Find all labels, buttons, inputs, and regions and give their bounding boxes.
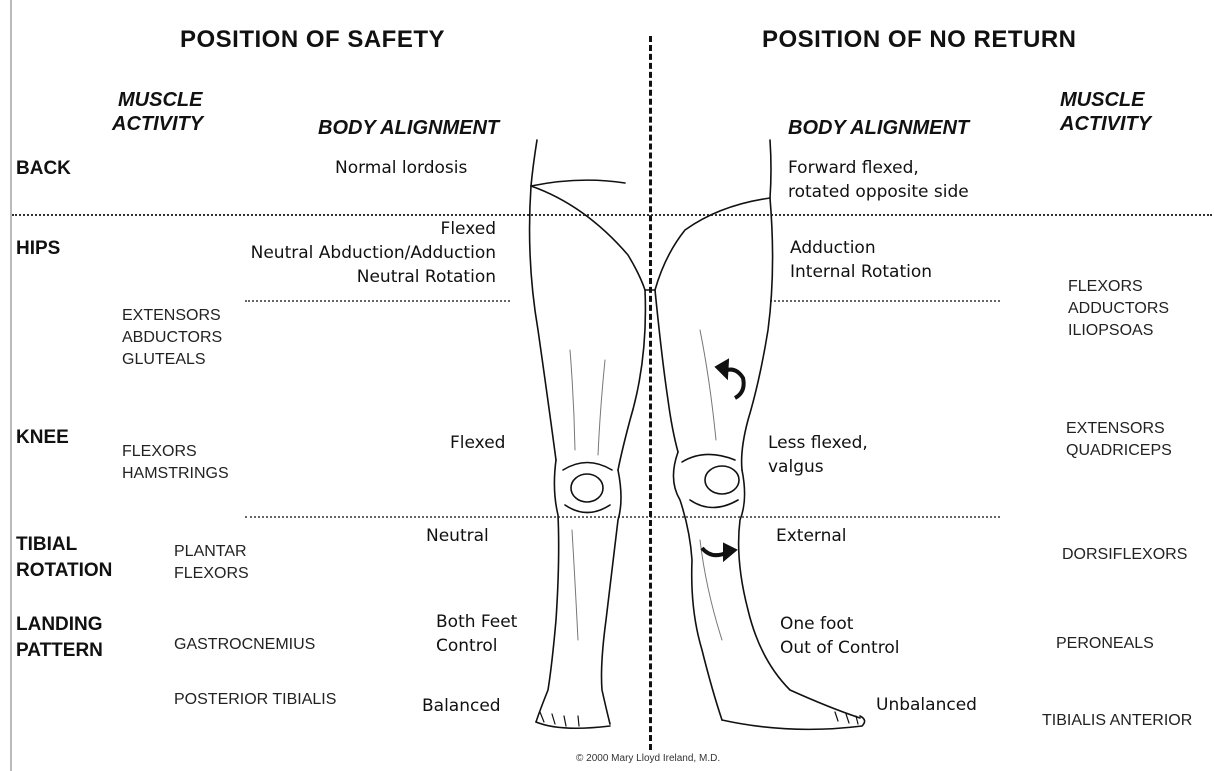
no-return-knee-line2: valgus: [768, 455, 868, 479]
row-label-tibial-line1: TIBIAL: [16, 532, 112, 558]
muscle-right-iliopsoas: ILIOPSOAS: [1068, 320, 1169, 342]
muscle-right-dorsiflexors: DORSIFLEXORS: [1062, 544, 1187, 566]
no-return-hips: Adduction Internal Rotation: [790, 236, 932, 284]
muscle-left-abductors: ABDUCTORS: [122, 327, 222, 349]
row-label-hips: HIPS: [16, 236, 60, 262]
muscle-left-hamstrings: HAMSTRINGS: [122, 463, 229, 485]
safety-hips-abduction: Neutral Abduction/Adduction: [251, 241, 496, 265]
safety-landing-line1: Both Feet: [436, 610, 517, 634]
no-return-hips-rotation: Internal Rotation: [790, 260, 932, 284]
muscle-left-extensors: EXTENSORS: [122, 305, 222, 327]
muscle-right-adductors: ADDUCTORS: [1068, 298, 1169, 320]
safety-balance: Balanced: [422, 694, 501, 718]
heading-position-of-safety: POSITION OF SAFETY: [180, 26, 445, 54]
internal-rotation-arrow: [716, 360, 744, 398]
muscle-activity-right-header: MUSCLE ACTIVITY: [1060, 88, 1151, 136]
muscle-left-gluteals: GLUTEALS: [122, 349, 222, 371]
muscles-right-hip: FLEXORS ADDUCTORS ILIOPSOAS: [1068, 276, 1169, 342]
muscles-left-knee: FLEXORS HAMSTRINGS: [122, 441, 229, 485]
muscle-left-gastrocnemius: GASTROCNEMIUS: [174, 634, 315, 656]
muscles-right-knee: EXTENSORS QUADRICEPS: [1066, 418, 1172, 462]
body-alignment-right-header: BODY ALIGNMENT: [788, 116, 969, 140]
muscle-right-flexors: FLEXORS: [1068, 276, 1169, 298]
row-label-tibial-rotation: TIBIAL ROTATION: [16, 532, 112, 584]
row-label-landing-pattern: LANDING PATTERN: [16, 612, 103, 664]
muscle-activity-left-line2: ACTIVITY: [112, 112, 203, 136]
muscle-right-quadriceps: QUADRICEPS: [1066, 440, 1172, 462]
no-return-back-line2: rotated opposite side: [788, 180, 969, 204]
no-return-knee: Less flexed, valgus: [768, 431, 868, 479]
body-alignment-left-header: BODY ALIGNMENT: [318, 116, 499, 140]
safety-hips-flexed: Flexed: [251, 217, 496, 241]
copyright-credit: © 2000 Mary Lloyd Ireland, M.D.: [576, 753, 720, 764]
muscle-left-plantar-flexors: FLEXORS: [174, 563, 249, 585]
muscle-left-posterior-tibialis: POSTERIOR TIBIALIS: [174, 689, 336, 711]
muscle-activity-left-line1: MUSCLE: [112, 88, 203, 112]
muscle-right-peroneals: PERONEALS: [1056, 633, 1154, 655]
heading-position-of-no-return: POSITION OF NO RETURN: [762, 26, 1077, 54]
safety-hips-rotation: Neutral Rotation: [251, 265, 496, 289]
safety-landing-line2: Control: [436, 634, 517, 658]
no-return-back: Forward flexed, rotated opposite side: [788, 156, 969, 204]
muscle-activity-right-line1: MUSCLE: [1060, 88, 1151, 112]
no-return-knee-line1: Less flexed,: [768, 431, 868, 455]
row-label-back: BACK: [16, 156, 71, 182]
muscle-right-extensors: EXTENSORS: [1066, 418, 1172, 440]
safety-landing: Both Feet Control: [436, 610, 517, 658]
safety-tibial: Neutral: [426, 524, 489, 548]
no-return-tibial: External: [776, 524, 847, 548]
row-label-landing-line1: LANDING: [16, 612, 103, 638]
muscle-left-plantar: PLANTAR: [174, 541, 249, 563]
row-label-knee: KNEE: [16, 425, 69, 451]
no-return-hips-adduction: Adduction: [790, 236, 932, 260]
safety-knee: Flexed: [450, 431, 505, 455]
muscles-left-hip: EXTENSORS ABDUCTORS GLUTEALS: [122, 305, 222, 371]
muscle-right-tibialis-anterior: TIBIALIS ANTERIOR: [1042, 710, 1192, 732]
safety-back: Normal lordosis: [335, 156, 467, 180]
muscle-activity-left-header: MUSCLE ACTIVITY: [112, 88, 203, 136]
muscles-left-tibial: PLANTAR FLEXORS: [174, 541, 249, 585]
external-rotation-arrow: [702, 544, 736, 560]
left-leg-drawing: [530, 140, 646, 728]
row-label-tibial-line2: ROTATION: [16, 558, 112, 584]
no-return-landing: One foot Out of Control: [780, 612, 899, 660]
no-return-back-line1: Forward flexed,: [788, 156, 969, 180]
no-return-landing-line1: One foot: [780, 612, 899, 636]
no-return-balance: Unbalanced: [876, 693, 977, 717]
muscle-left-flexors: FLEXORS: [122, 441, 229, 463]
no-return-landing-line2: Out of Control: [780, 636, 899, 660]
muscle-activity-right-line2: ACTIVITY: [1060, 112, 1151, 136]
row-label-landing-line2: PATTERN: [16, 638, 103, 664]
safety-hips: Flexed Neutral Abduction/Adduction Neutr…: [251, 217, 496, 289]
